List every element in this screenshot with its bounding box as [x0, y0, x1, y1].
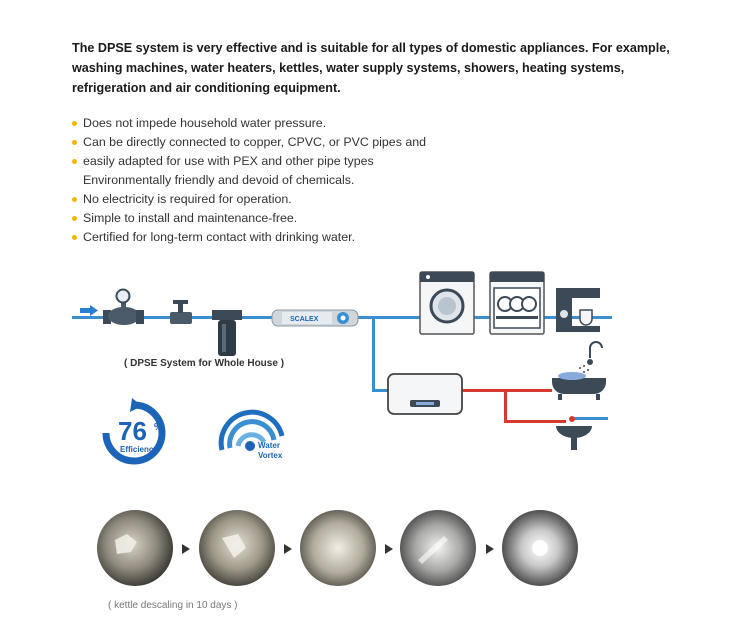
valve-icon [170, 300, 192, 324]
kettle-photo-day5 [502, 510, 578, 586]
sequence-arrow-icon [284, 544, 292, 554]
heater-supply-pipe [372, 316, 375, 392]
feature-item: Certified for long-term contact with dri… [72, 228, 672, 247]
svg-text:Vortex: Vortex [258, 451, 283, 460]
flow-arrow-icon [80, 305, 98, 316]
descaling-photo-sequence [97, 510, 578, 586]
feature-list: Does not impede household water pressure… [72, 114, 672, 247]
plumbing-diagram: SCALEX [72, 271, 612, 450]
washing-machine-icon [419, 271, 475, 335]
svg-text:SCALEX: SCALEX [290, 316, 319, 323]
svg-text:76: 76 [118, 416, 147, 446]
kettle-photo-day2 [199, 510, 275, 586]
kettle-photo-day4 [400, 510, 476, 586]
sink-icon [556, 416, 592, 450]
descaler-device-icon: SCALEX [271, 309, 359, 327]
filter-icon [212, 310, 242, 356]
feature-item: Environmentally friendly and devoid of c… [83, 173, 355, 187]
feature-item: Can be directly connected to copper, CPV… [72, 133, 672, 152]
sequence-arrow-icon [182, 544, 190, 554]
bullet-dot-icon [72, 121, 77, 126]
water-meter-icon [103, 288, 144, 325]
feature-item: No electricity is required for operation… [72, 190, 672, 209]
svg-text:%: % [154, 422, 163, 433]
sequence-arrow-icon [486, 544, 494, 554]
bathtub-icon [552, 341, 606, 400]
kettle-photo-day1 [97, 510, 173, 586]
water-vortex-badge: Water Vortex [218, 409, 285, 460]
feature-item: Simple to install and maintenance-free. [72, 209, 672, 228]
feature-badges: 76 % Efficiency Water Vortex [102, 398, 285, 465]
photos-caption: ( kettle descaling in 10 days ) [108, 600, 238, 611]
system-label: ( DPSE System for Whole House ) [124, 358, 285, 369]
intro-paragraph: The DPSE system is very effective and is… [72, 41, 670, 95]
dishwasher-icon [489, 271, 545, 335]
bullet-dot-icon [72, 140, 77, 145]
bullet-dot-icon [72, 159, 77, 164]
coffee-machine-icon [556, 288, 600, 332]
water-heater-icon [387, 373, 463, 415]
svg-text:Efficiency: Efficiency [120, 445, 158, 454]
sequence-arrow-icon [385, 544, 393, 554]
bullet-dot-icon [72, 216, 77, 221]
feature-item: Does not impede household water pressure… [72, 114, 672, 133]
bullet-dot-icon [72, 197, 77, 202]
efficiency-badge: 76 % Efficiency [102, 398, 166, 465]
feature-item: easily adapted for use with PEX and othe… [72, 152, 672, 171]
kettle-photo-day3 [300, 510, 376, 586]
bullet-dot-icon [72, 235, 77, 240]
svg-text:Water: Water [258, 441, 280, 450]
